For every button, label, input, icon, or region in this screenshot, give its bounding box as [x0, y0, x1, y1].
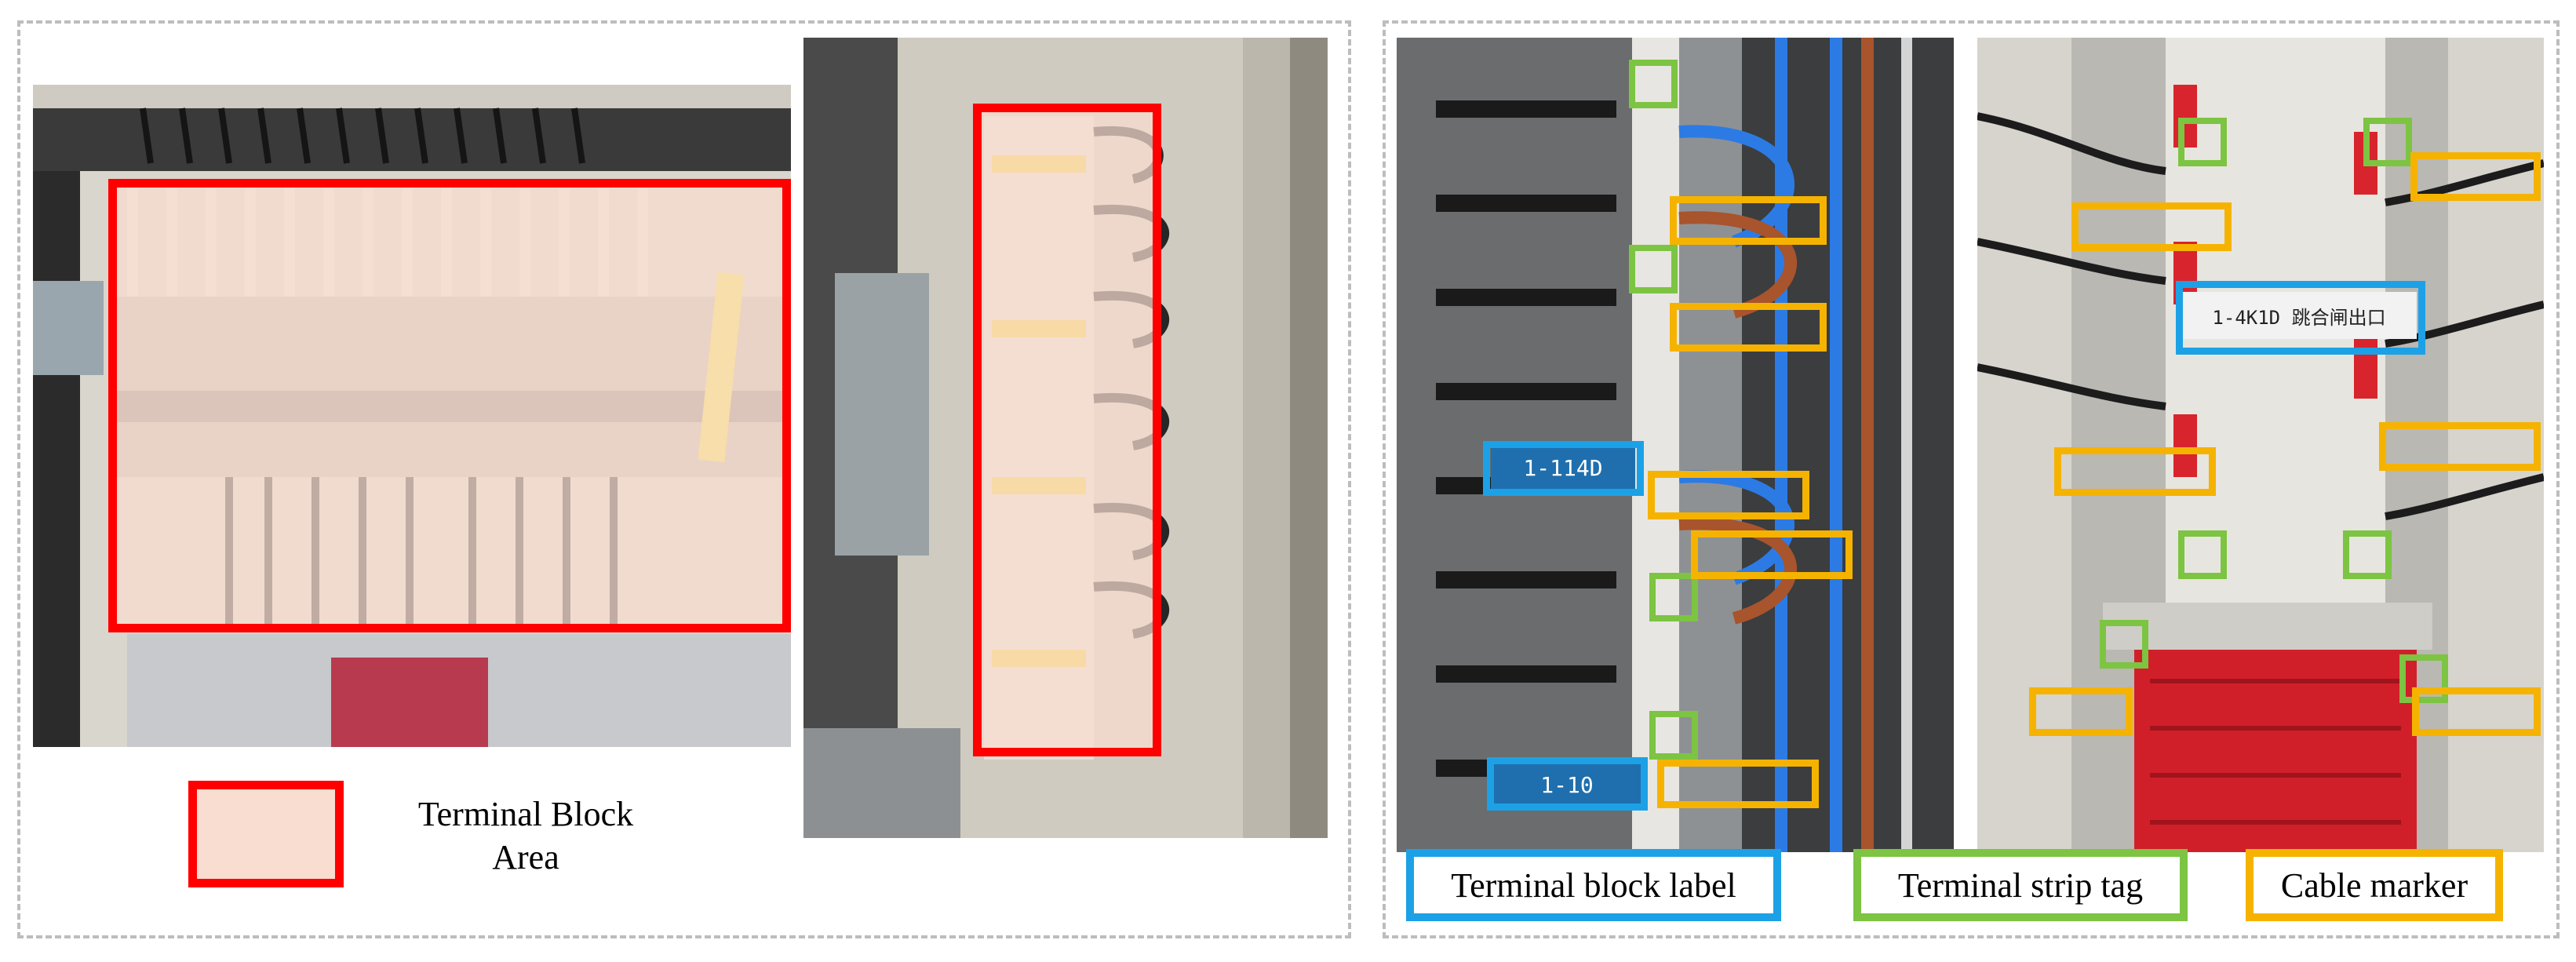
cable-marker-box	[2379, 422, 2541, 471]
cable-marker-box	[2054, 447, 2216, 496]
cable-marker-box	[2029, 687, 2133, 736]
photo-label-1114d: 1-114D	[1491, 446, 1635, 490]
legend-terminal-block-label: Terminal block label	[1406, 849, 1781, 921]
terminal-strip-tag-box	[2178, 530, 2227, 579]
legend-cable-marker: Cable marker	[2246, 849, 2503, 921]
cable-marker-box	[1691, 530, 1853, 579]
photo-label-4k1d: 1-4K1D 跳合闸出口	[2181, 292, 2417, 339]
left-panel	[17, 20, 1351, 938]
cable-marker-box	[2412, 687, 2541, 736]
terminal-strip-tag-box	[2343, 530, 2392, 579]
cable-marker-box	[1670, 303, 1827, 352]
terminal-strip-tag-box	[2399, 654, 2448, 703]
terminal-strip-tag-box	[1629, 245, 1678, 293]
cable-marker-box	[1657, 760, 1819, 808]
terminal-block-area-box-1	[108, 179, 791, 632]
terminal-block-label-box-3	[2176, 281, 2425, 355]
right-panel	[1383, 20, 2560, 938]
terminal-strip-tag-box	[1649, 711, 1698, 760]
cable-marker-box	[1648, 471, 1809, 519]
legend-terminal-strip-tag: Terminal strip tag	[1853, 849, 2188, 921]
terminal-block-label-box-1	[1483, 441, 1644, 496]
terminal-strip-tag-box	[1629, 60, 1678, 108]
terminal-block-label-box-2	[1487, 757, 1648, 811]
cable-marker-box	[1670, 196, 1827, 245]
terminal-strip-tag-box	[2100, 620, 2148, 669]
cable-marker-box	[2071, 202, 2232, 251]
legend-terminal-block-area-label: Terminal Block Area	[417, 795, 634, 876]
photo-terminal-closeup-left	[1397, 38, 1954, 852]
photo-label-110: 1-10	[1492, 763, 1641, 807]
terminal-strip-tag-box	[1649, 573, 1698, 621]
terminal-block-area-box-2	[973, 104, 1161, 756]
terminal-strip-tag-box	[2178, 118, 2227, 166]
terminal-strip-tag-box	[2363, 118, 2412, 166]
legend-terminal-block-area-swatch	[188, 781, 344, 887]
cable-marker-box	[2410, 152, 2541, 201]
